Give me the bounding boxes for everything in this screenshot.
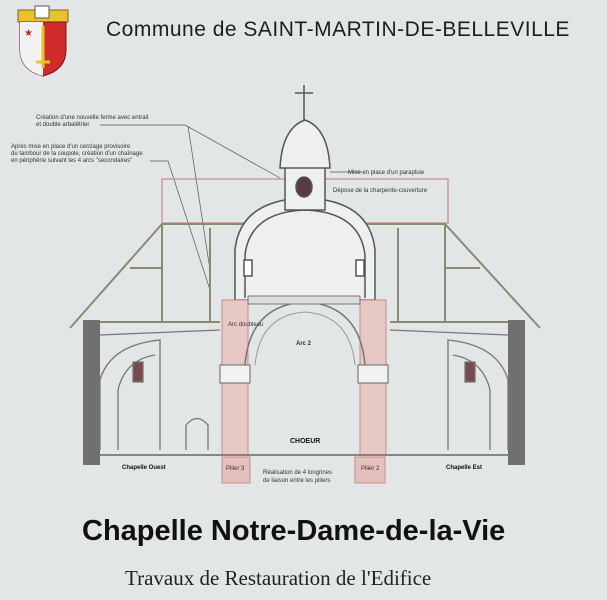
side-chapel-arches bbox=[99, 329, 509, 450]
label-longrines-1: Réalisation de 4 longrines bbox=[263, 470, 332, 476]
label-choeur: CHOEUR bbox=[290, 438, 320, 445]
label-arc-2: Arc 2 bbox=[296, 341, 312, 347]
annotation-cerclage-2: du tambour de la coupole, création d'un … bbox=[11, 151, 143, 157]
restoration-subtitle: Travaux de Restauration de l'Edifice bbox=[125, 566, 432, 590]
dome bbox=[234, 85, 376, 301]
commune-title: Commune de SAINT-MARTIN-DE-BELLEVILLE bbox=[106, 18, 570, 41]
label-pilier-2: Pilier 2 bbox=[361, 466, 380, 472]
annotation-ferme-1: Création d'une nouvelle ferme avec entra… bbox=[36, 115, 149, 121]
svg-text:★: ★ bbox=[24, 28, 33, 39]
commune-crest-logo: ★ bbox=[17, 5, 69, 77]
label-arc-doubleau: Arc doubleau bbox=[228, 322, 263, 328]
annotation-cerclage-1: Après mise en place d'un cerclage provis… bbox=[11, 144, 131, 150]
label-pilier-3: Pilier 3 bbox=[226, 466, 245, 472]
label-longrines-2: de liaison entre les piliers bbox=[263, 478, 330, 484]
annotation-depose: Dépose de la charpente-couverture bbox=[333, 188, 428, 194]
annotation-cerclage-3: en périphérie suivant les 4 arcs "second… bbox=[11, 158, 132, 164]
leader-lines bbox=[100, 124, 362, 291]
annotation-parapluie: Mise en place d'un parapluie bbox=[348, 170, 425, 176]
central-pillars bbox=[100, 295, 508, 456]
wall-east bbox=[508, 320, 525, 465]
wall-west bbox=[83, 320, 100, 465]
label-chapelle-est: Chapelle Est bbox=[446, 465, 482, 471]
annotation-ferme-2: et double arbalétrier bbox=[36, 122, 89, 128]
label-chapelle-ouest: Chapelle Ouest bbox=[122, 465, 166, 471]
chapel-title: Chapelle Notre-Dame-de-la-Vie bbox=[82, 515, 506, 547]
pilier-2-box bbox=[354, 456, 386, 484]
chapel-cross-section-diagram: Création d'une nouvelle ferme avec entra… bbox=[11, 85, 541, 484]
pilier-3-box bbox=[221, 456, 251, 484]
